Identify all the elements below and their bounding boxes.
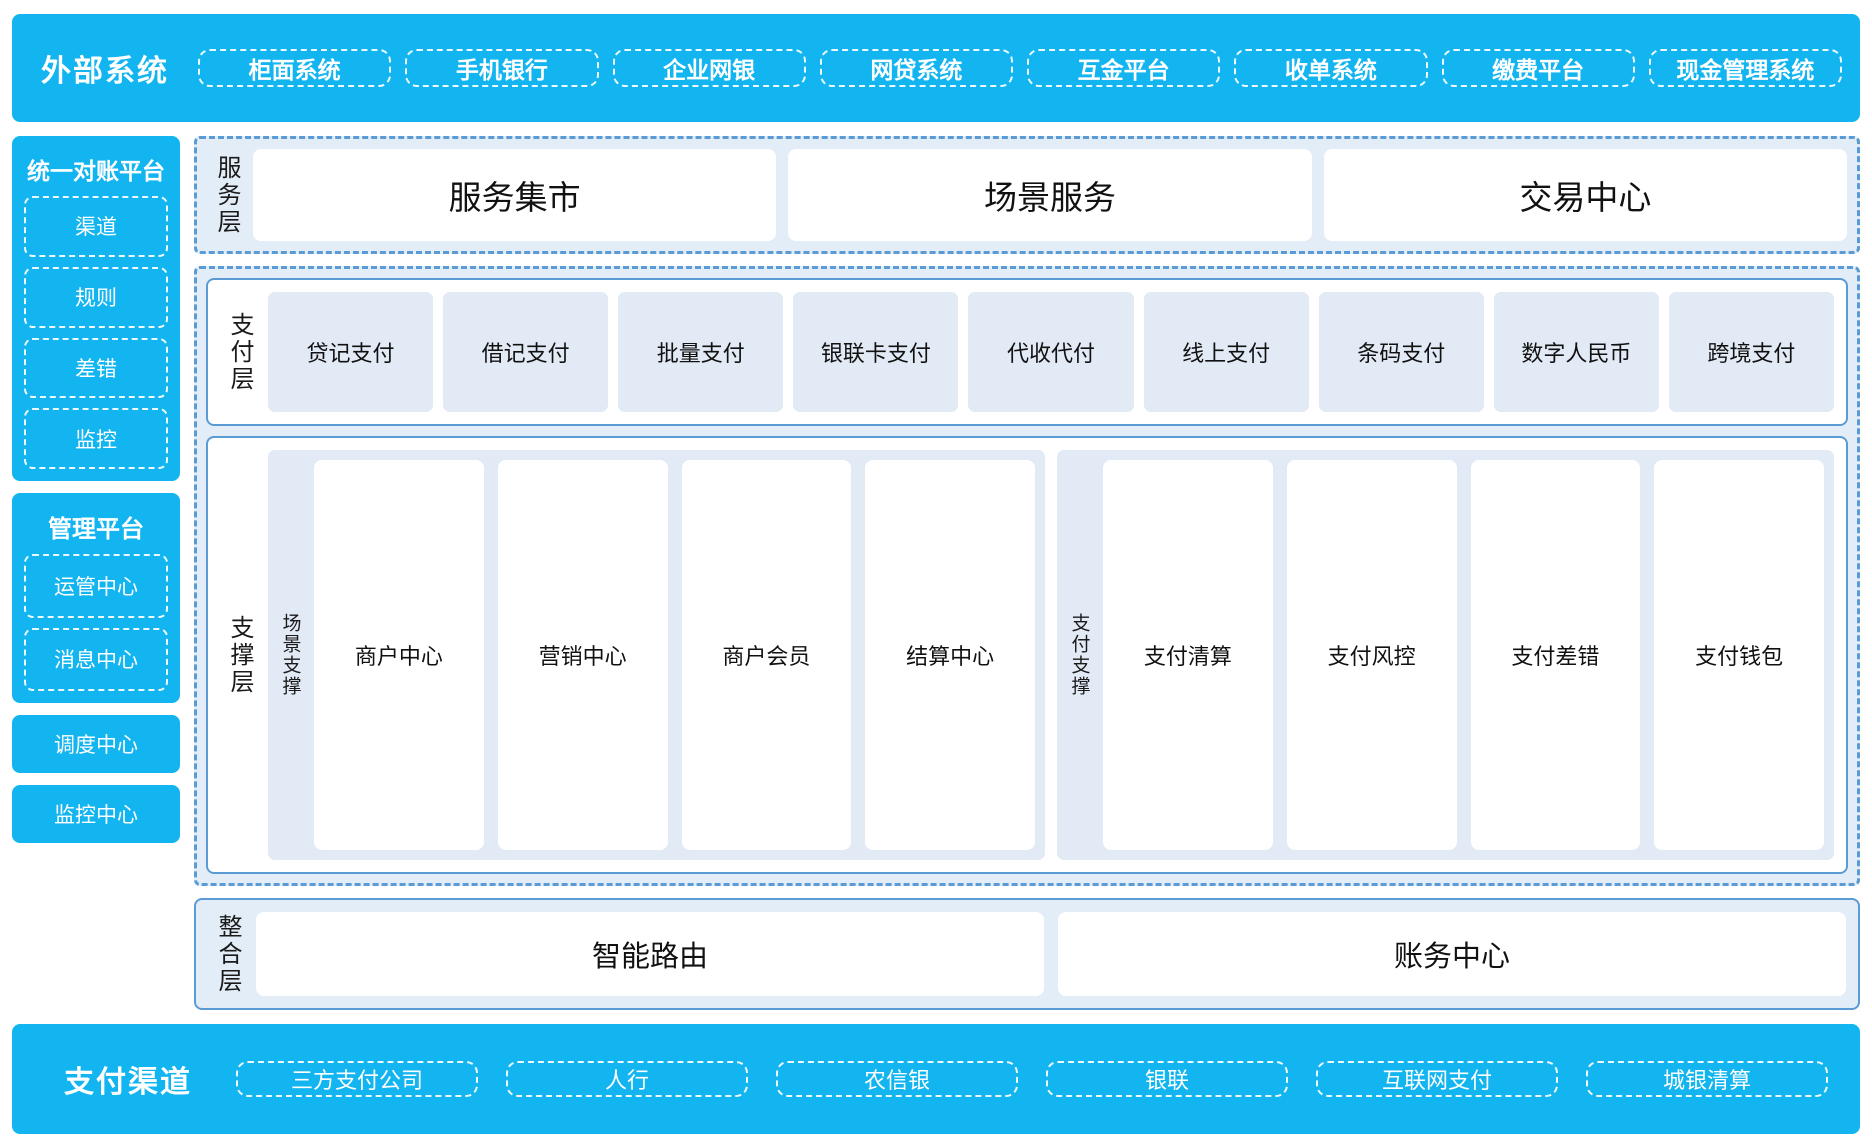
external-system-item[interactable]: 互金平台 [1027, 49, 1221, 87]
integration-layer-label: 整合层 [214, 913, 241, 995]
payment-layer-cards: 贷记支付 借记支付 批量支付 银联卡支付 代收代付 线上支付 条码支付 数字人民… [268, 292, 1834, 412]
support-card-payment-error[interactable]: 支付差错 [1470, 460, 1641, 850]
support-card-merchant-center[interactable]: 商户中心 [314, 460, 484, 850]
integration-card-smart-routing[interactable]: 智能路由 [256, 912, 1044, 996]
external-systems-title: 外部系统 [41, 55, 169, 88]
payment-channel-title: 支付渠道 [64, 1066, 192, 1099]
payment-channel-item[interactable]: 城银清算 [1586, 1061, 1828, 1097]
reconciliation-platform-block: 统一对账平台 渠道 规则 差错 监控 [12, 136, 180, 481]
rail-item-monitoring-center[interactable]: 监控中心 [12, 785, 180, 843]
payment-channel-item[interactable]: 互联网支付 [1316, 1061, 1558, 1097]
support-layer: 支撑层 场景支撑 商户中心 营销中心 商户会员 结算中心 [206, 436, 1848, 874]
rail-item-channel[interactable]: 渠道 [24, 196, 168, 257]
support-card-payment-clearing[interactable]: 支付清算 [1103, 460, 1273, 850]
service-layer: 服务层 服务集市 场景服务 交易中心 [194, 136, 1860, 254]
service-card-marketplace[interactable]: 服务集市 [253, 149, 777, 241]
payment-card-collection[interactable]: 代收代付 [968, 292, 1134, 412]
reconciliation-platform-items: 渠道 规则 差错 监控 [24, 196, 168, 469]
left-rail: 统一对账平台 渠道 规则 差错 监控 管理平台 运管中心 消息中心 调度中心 监… [12, 136, 180, 1010]
service-card-scenario[interactable]: 场景服务 [788, 149, 1312, 241]
platform-layers: 服务层 服务集市 场景服务 交易中心 支付层 贷记支付 借记支付 [194, 136, 1860, 1010]
payment-channel-item[interactable]: 三方支付公司 [236, 1061, 478, 1097]
payment-channel-banner: 支付渠道 三方支付公司 人行 农信银 银联 互联网支付 城银清算 [12, 1024, 1860, 1134]
external-system-item[interactable]: 手机银行 [405, 49, 599, 87]
payment-card-unionpay[interactable]: 银联卡支付 [793, 292, 959, 412]
payment-card-crossborder[interactable]: 跨境支付 [1668, 292, 1834, 412]
integration-layer: 整合层 智能路由 账务中心 [194, 898, 1860, 1010]
rail-item-operations-center[interactable]: 运管中心 [24, 554, 168, 618]
external-system-item[interactable]: 网贷系统 [819, 49, 1013, 87]
service-card-transaction-center[interactable]: 交易中心 [1323, 149, 1847, 241]
external-system-item[interactable]: 企业网银 [612, 49, 806, 87]
support-group-payment-label: 支付支撑 [1068, 613, 1090, 697]
integration-card-accounting-center[interactable]: 账务中心 [1058, 912, 1846, 996]
external-systems-banner: 外部系统 柜面系统 手机银行 企业网银 网贷系统 互金平台 收单系统 缴费平台 … [12, 14, 1860, 122]
support-group-payment: 支付支撑 支付清算 支付风控 支付差错 支付钱包 [1057, 450, 1834, 860]
external-system-item[interactable]: 缴费平台 [1441, 49, 1635, 87]
service-layer-cards: 服务集市 场景服务 交易中心 [253, 149, 1847, 241]
support-card-payment-wallet[interactable]: 支付钱包 [1654, 460, 1824, 850]
management-platform-block: 管理平台 运管中心 消息中心 [12, 493, 180, 703]
external-system-item[interactable]: 现金管理系统 [1648, 49, 1842, 87]
payment-card-batch[interactable]: 批量支付 [618, 292, 784, 412]
support-group-scenario-cards: 商户中心 营销中心 商户会员 结算中心 [314, 460, 1035, 850]
rail-item-monitor[interactable]: 监控 [24, 408, 168, 469]
rail-item-message-center[interactable]: 消息中心 [24, 627, 168, 691]
rail-item-scheduling-center[interactable]: 调度中心 [12, 715, 180, 773]
management-platform-items: 运管中心 消息中心 [24, 554, 168, 691]
support-card-marketing-center[interactable]: 营销中心 [497, 460, 668, 850]
payment-channel-item[interactable]: 农信银 [776, 1061, 1018, 1097]
support-group-scenario-label: 场景支撑 [279, 613, 301, 697]
external-systems-list: 柜面系统 手机银行 企业网银 网贷系统 互金平台 收单系统 缴费平台 现金管理系… [198, 36, 1842, 100]
reconciliation-platform-title: 统一对账平台 [27, 158, 165, 184]
service-layer-label: 服务层 [213, 154, 240, 236]
support-card-settlement-center[interactable]: 结算中心 [865, 460, 1035, 850]
support-group-scenario: 场景支撑 商户中心 营销中心 商户会员 结算中心 [268, 450, 1045, 860]
integration-layer-cards: 智能路由 账务中心 [256, 912, 1846, 996]
support-layer-groups: 场景支撑 商户中心 营销中心 商户会员 结算中心 支付支撑 [268, 450, 1834, 860]
support-group-payment-cards: 支付清算 支付风控 支付差错 支付钱包 [1103, 460, 1824, 850]
payment-channel-item[interactable]: 银联 [1046, 1061, 1288, 1097]
management-platform-title: 管理平台 [48, 516, 144, 543]
support-layer-label: 支撑层 [226, 614, 253, 696]
payment-channel-item[interactable]: 人行 [506, 1061, 748, 1097]
payment-layer-label: 支付层 [226, 311, 253, 393]
payment-card-digital-rmb[interactable]: 数字人民币 [1493, 292, 1659, 412]
support-card-payment-risk[interactable]: 支付风控 [1286, 460, 1457, 850]
payment-and-support-block: 支付层 贷记支付 借记支付 批量支付 银联卡支付 代收代付 线上支付 条码支付 … [194, 266, 1860, 886]
payment-card-debit[interactable]: 借记支付 [443, 292, 609, 412]
rail-item-error[interactable]: 差错 [24, 337, 168, 399]
payment-card-online[interactable]: 线上支付 [1143, 292, 1309, 412]
payment-card-barcode[interactable]: 条码支付 [1318, 292, 1484, 412]
support-card-merchant-member[interactable]: 商户会员 [681, 460, 852, 850]
payment-channel-list: 三方支付公司 人行 农信银 银联 互联网支付 城银清算 [236, 1047, 1842, 1111]
payment-layer: 支付层 贷记支付 借记支付 批量支付 银联卡支付 代收代付 线上支付 条码支付 … [206, 278, 1848, 426]
payment-card-credit[interactable]: 贷记支付 [268, 292, 434, 412]
external-system-item[interactable]: 收单系统 [1234, 49, 1428, 87]
external-system-item[interactable]: 柜面系统 [198, 49, 392, 87]
rail-item-rules[interactable]: 规则 [24, 266, 168, 328]
middle-region: 统一对账平台 渠道 规则 差错 监控 管理平台 运管中心 消息中心 调度中心 监… [12, 136, 1860, 1010]
